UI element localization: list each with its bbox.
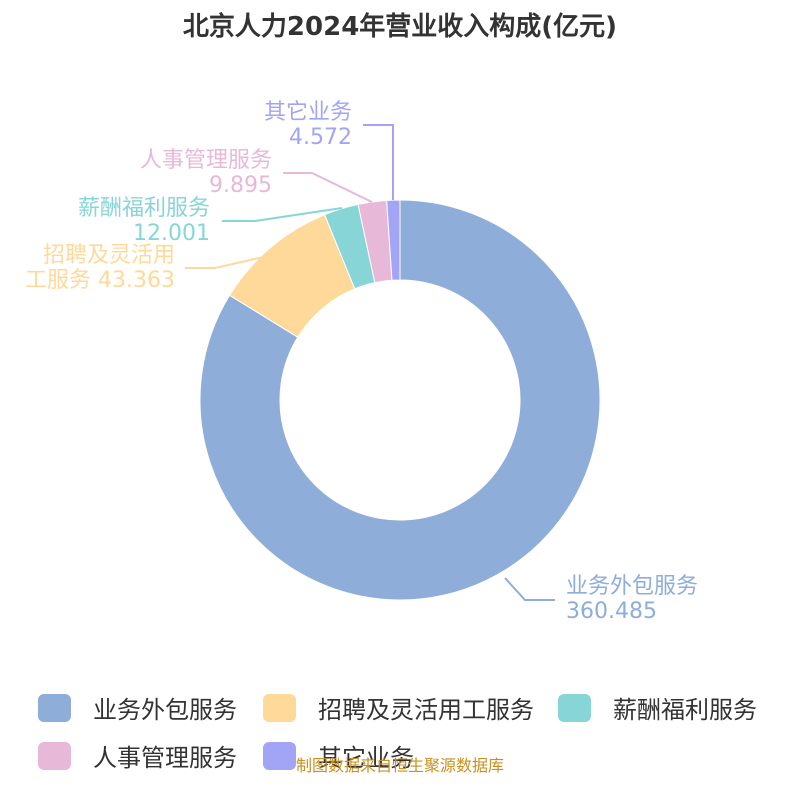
legend-label: 其它业务 — [318, 744, 414, 772]
legend-item-0[interactable]: 业务外包服务 — [38, 690, 237, 725]
legend-label: 薪酬福利服务 — [613, 696, 757, 724]
legend-item-4[interactable]: 其它业务 — [263, 738, 414, 773]
leader-line-3 — [283, 172, 373, 203]
slice-value-0: 360.485 — [566, 599, 657, 624]
legend-swatch — [263, 741, 296, 770]
leader-line-2 — [222, 207, 343, 222]
legend-item-3[interactable]: 人事管理服务 — [38, 738, 237, 773]
slice-value-2: 12.001 — [133, 221, 210, 246]
legend-swatch — [263, 693, 296, 722]
chart-title: 北京人力2024年营业收入构成(亿元) — [182, 12, 618, 42]
legend-swatch — [38, 693, 71, 722]
source-footer: 制图数据来自恒生聚源数据库 — [295, 756, 504, 775]
legend-item-1[interactable]: 招聘及灵活用工服务 — [263, 690, 534, 725]
legend-label: 人事管理服务 — [93, 744, 237, 772]
slice-value-1: 工服务 43.363 — [25, 268, 175, 293]
slice-label-0: 业务外包服务 — [566, 574, 698, 599]
slice-label-2: 薪酬福利服务 — [78, 196, 210, 221]
slice-label-3: 人事管理服务 — [140, 148, 272, 173]
slice-value-3: 9.895 — [209, 173, 272, 198]
leader-line-1 — [185, 255, 269, 269]
legend-swatch — [38, 741, 71, 770]
leader-line-4 — [363, 124, 394, 200]
slice-label-1: 招聘及灵活用 — [43, 243, 175, 268]
legend-item-2[interactable]: 薪酬福利服务 — [558, 690, 757, 725]
slice-value-4: 4.572 — [289, 125, 352, 150]
leader-line-0 — [504, 577, 555, 601]
slice-label-4: 其它业务 — [264, 100, 352, 125]
legend-label: 招聘及灵活用工服务 — [318, 696, 534, 724]
slice-4[interactable] — [386, 199, 401, 281]
slice-0[interactable] — [199, 199, 601, 601]
legend-label: 业务外包服务 — [93, 696, 237, 724]
legend-swatch — [558, 693, 591, 722]
